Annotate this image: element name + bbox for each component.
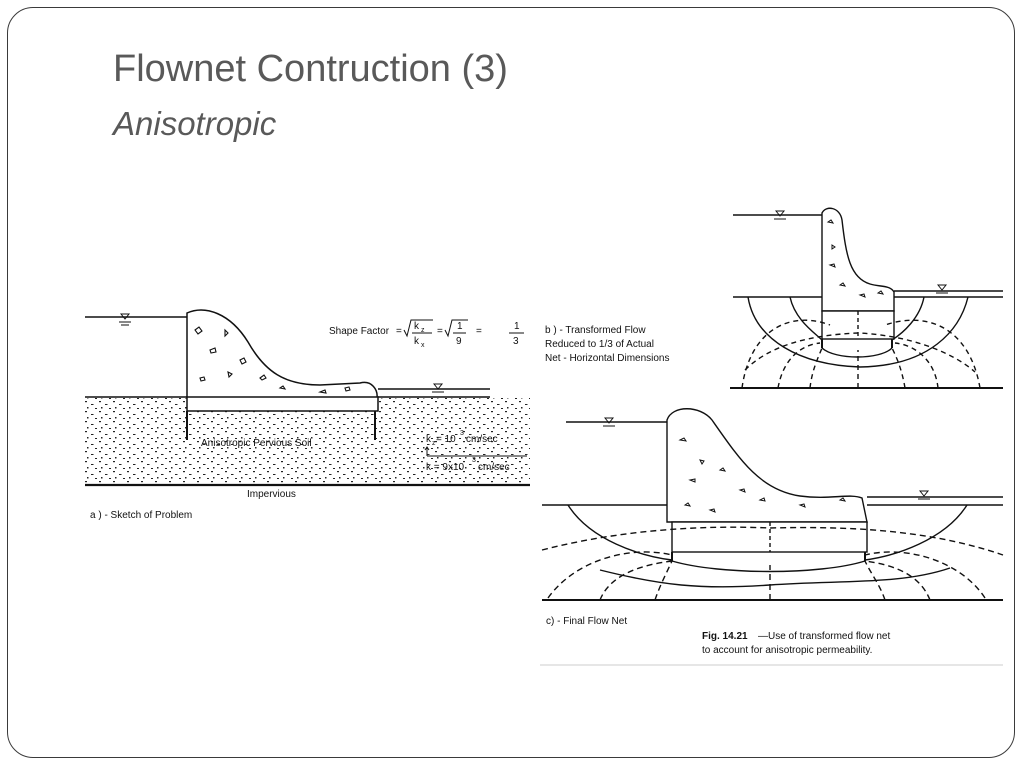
kz-value-k: k — [426, 434, 432, 445]
panel-b-caption-3: Net - Horizontal Dimensions — [545, 353, 670, 364]
pervious-soil-layer — [85, 398, 530, 484]
fig-number: Fig. 14.21 — [702, 631, 748, 642]
kz-value-unit: cm/sec — [466, 434, 498, 445]
denominator-nine: 9 — [456, 336, 462, 347]
fig-caption-1: —Use of transformed flow net — [758, 631, 890, 642]
equals-sign-2: = — [437, 326, 443, 337]
numerator-one: 1 — [457, 321, 463, 332]
sqrt-symbol-2 — [444, 319, 468, 338]
slide-title: Flownet Contruction (3) — [113, 48, 508, 90]
panel-c-caption: c) - Final Flow Net — [546, 616, 627, 627]
dam-body-c — [666, 408, 868, 523]
downstream-water-symbol — [432, 383, 444, 393]
soil-label: Anisotropic Pervious Soil — [201, 438, 312, 449]
panel-a-sketch — [85, 309, 530, 487]
k-value-unit: cm/sec — [478, 462, 510, 473]
kz-value-rest: = 10 — [436, 434, 456, 445]
panel-b-caption-2: Reduced to 1/3 of Actual — [545, 339, 654, 350]
kz-label: k — [414, 321, 420, 332]
shape-factor-label: Shape Factor — [329, 326, 390, 337]
panel-c-final — [541, 408, 1004, 601]
kz-value-sub: z — [432, 440, 436, 447]
panel-b-transformed — [730, 207, 1003, 389]
k-value: k = 9x10 — [426, 462, 465, 473]
dam-base-a — [186, 396, 379, 412]
kx-label: k — [414, 336, 420, 347]
sqrt-symbol-1 — [403, 319, 433, 338]
panel-a-caption: a ) - Sketch of Problem — [90, 510, 192, 521]
denominator-three: 3 — [513, 336, 519, 347]
impervious-label: Impervious — [247, 489, 296, 500]
axes-arrows — [424, 446, 527, 457]
kz-value-exp: 3 — [460, 430, 464, 437]
k-value-exp: 3 — [472, 457, 476, 464]
numerator-one-b: 1 — [514, 321, 520, 332]
kz-subscript: z — [421, 327, 425, 334]
dam-body-a — [186, 309, 378, 399]
equals-sign-3: = — [476, 326, 482, 337]
panel-b-caption-1: b ) - Transformed Flow — [545, 325, 646, 336]
fig-caption-2: to account for anisotropic permeability. — [702, 645, 872, 656]
slide-frame — [7, 7, 1015, 758]
equals-sign-1: = — [396, 326, 402, 337]
dam-body-b — [821, 207, 895, 312]
kx-subscript: x — [421, 342, 425, 349]
slide-subtitle: Anisotropic — [113, 105, 277, 142]
dam-aggregate-a — [194, 326, 351, 394]
upstream-water-symbol — [119, 313, 131, 326]
